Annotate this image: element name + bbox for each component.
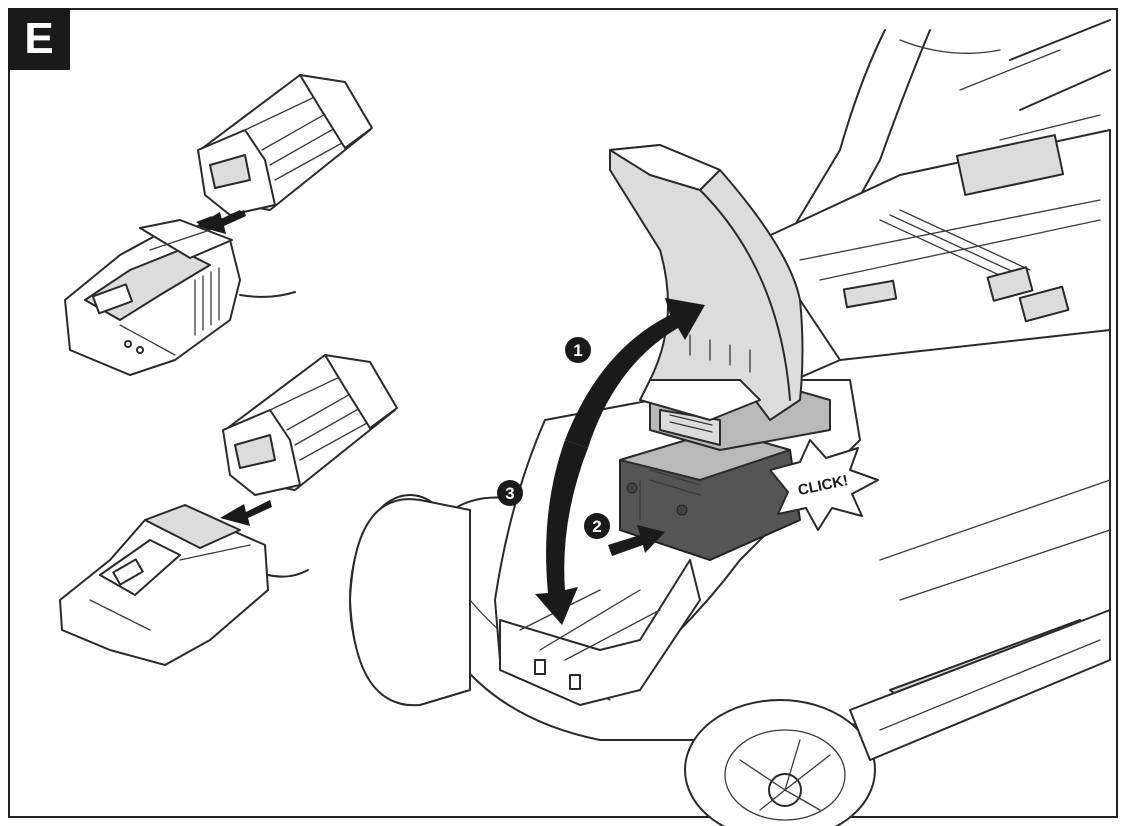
- insert-arrow-top: [196, 210, 246, 234]
- step-3-number: 3: [505, 484, 514, 503]
- insert-battery-arrow: [608, 525, 665, 556]
- step-2-number: 2: [592, 517, 601, 536]
- close-lid-arrow: [535, 440, 588, 625]
- insert-arrow-bottom: [220, 500, 272, 526]
- step-1-number: 1: [573, 341, 582, 360]
- step-marker-1: 1: [565, 337, 591, 363]
- figure-frame: [8, 8, 1118, 818]
- battery-lid: [609, 144, 804, 421]
- step-marker-2: 2: [584, 513, 610, 539]
- battery-pack-top: [197, 74, 373, 216]
- click-burst: CLICK!: [769, 439, 879, 531]
- battery-pack-bottom: [222, 354, 398, 496]
- figure-label-badge: E: [8, 8, 70, 70]
- step-marker-3: 3: [497, 480, 523, 506]
- charger-top: [64, 219, 296, 376]
- charger-bottom: [59, 504, 309, 666]
- open-lid-arrow: [565, 298, 705, 448]
